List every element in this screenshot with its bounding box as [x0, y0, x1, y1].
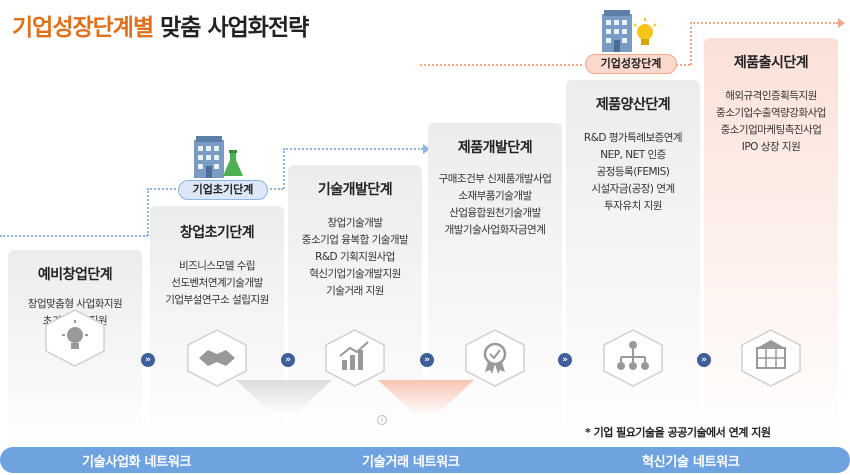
stage-product-launch: 제품출시단계 해외규격인증획득지원 중소기업수출역량강화사업 중소기업마케팅촉진…	[704, 38, 838, 447]
stage-item: 선도벤처연계기술개발	[150, 275, 284, 292]
separator-icon: »	[281, 353, 295, 367]
stage-item: 기술거래 지원	[288, 283, 422, 300]
stage-pre-startup: 예비창업단계 창업맞춤형 사업화지원 초기 R&D 지원	[8, 250, 142, 447]
network-label-innovation: 혁신기술 네트워크	[642, 451, 740, 470]
title-accent: 기업성장단계별	[12, 15, 153, 41]
connector-line	[420, 64, 582, 66]
connector-line	[283, 148, 423, 150]
stage-mass-production: 제품양산단계 R&D 평가특례보증연계 NEP, NET 인증 공정등록(FEM…	[566, 80, 700, 447]
stage-item: 투자유치 지원	[566, 198, 700, 215]
page-title: 기업성장단계별 맞춤 사업화전략	[12, 8, 308, 42]
separator-icon: »	[558, 353, 572, 367]
stage-title: 제품개발단계	[428, 137, 562, 157]
badge-early-stage: 기업초기단계	[178, 180, 268, 200]
network-label-commercialization: 기술사업화 네트워크	[82, 451, 191, 470]
stage-title: 제품출시단계	[704, 52, 838, 72]
stage-item: 산업융합원천기술개발	[428, 205, 562, 222]
stage-item: 창업기술개발	[288, 215, 422, 232]
lightbulb-icon	[42, 308, 108, 368]
org-chart-icon	[600, 328, 666, 388]
stage-title: 제품양산단계	[566, 94, 700, 114]
stage-early-startup: 창업초기단계 비즈니스모델 수립 선도벤처연계기술개발 기업부설연구소 설립지원	[150, 206, 284, 447]
stage-item: R&D 기획지원사업	[288, 249, 422, 266]
stage-item: 해외규격인증획득지원	[704, 88, 838, 105]
connector-line	[147, 188, 149, 236]
network-bar: 기술사업화 네트워크 기술거래 네트워크 혁신기술 네트워크	[0, 447, 850, 473]
stage-item: 시설자금(공장) 연계	[566, 181, 700, 198]
stage-item: 소재부품기술개발	[428, 188, 562, 205]
stage-item: 개발기술사업화자금연계	[428, 222, 562, 239]
stage-title: 예비창업단계	[8, 264, 142, 284]
stage-tech-development: 기술개발단계 창업기술개발 중소기업 융복합 기술개발 R&D 기획지원사업 혁…	[288, 165, 422, 447]
connector-line	[690, 22, 692, 65]
arrowhead-icon	[838, 18, 845, 28]
connector-line	[283, 148, 285, 189]
building-lightbulb-icon	[598, 8, 658, 54]
growth-chart-icon	[322, 328, 388, 388]
stage-title: 기술개발단계	[288, 179, 422, 199]
handshake-icon	[184, 328, 250, 388]
footnote: * 기업 필요기술을 공공기술에서 연계 지원	[585, 424, 770, 440]
stage-item: 비즈니스모델 수립	[150, 258, 284, 275]
certificate-badge-icon	[462, 328, 528, 388]
connector-line	[676, 64, 690, 66]
stage-item: R&D 평가특례보증연계	[566, 130, 700, 147]
stage-item: 기업부설연구소 설립지원	[150, 292, 284, 309]
stage-item: IPO 상장 지원	[704, 139, 838, 156]
info-icon: i	[377, 415, 387, 425]
separator-icon: »	[141, 353, 155, 367]
stage-item: NEP, NET 인증	[566, 147, 700, 164]
stage-item: 중소기업 융복합 기술개발	[288, 232, 422, 249]
title-rest: 맞춤 사업화전략	[160, 15, 308, 41]
stage-item: 중소기업마케팅촉진사업	[704, 122, 838, 139]
connector-line	[0, 235, 148, 237]
separator-icon: »	[697, 353, 711, 367]
network-label-trading: 기술거래 네트워크	[362, 451, 460, 470]
globe-network-icon	[738, 328, 804, 388]
stage-item: 혁신기업기술개발지원	[288, 266, 422, 283]
badge-growth-stage: 기업성장단계	[585, 54, 677, 74]
stage-item: 구매조건부 신제품개발사업	[428, 171, 562, 188]
stage-item: 중소기업수출역량강화사업	[704, 105, 838, 122]
connector-line	[690, 22, 838, 24]
separator-icon: »	[420, 353, 434, 367]
stage-title: 창업초기단계	[150, 222, 284, 242]
building-flask-icon	[190, 134, 246, 180]
stage-item: 공정등록(FEMIS)	[566, 164, 700, 181]
